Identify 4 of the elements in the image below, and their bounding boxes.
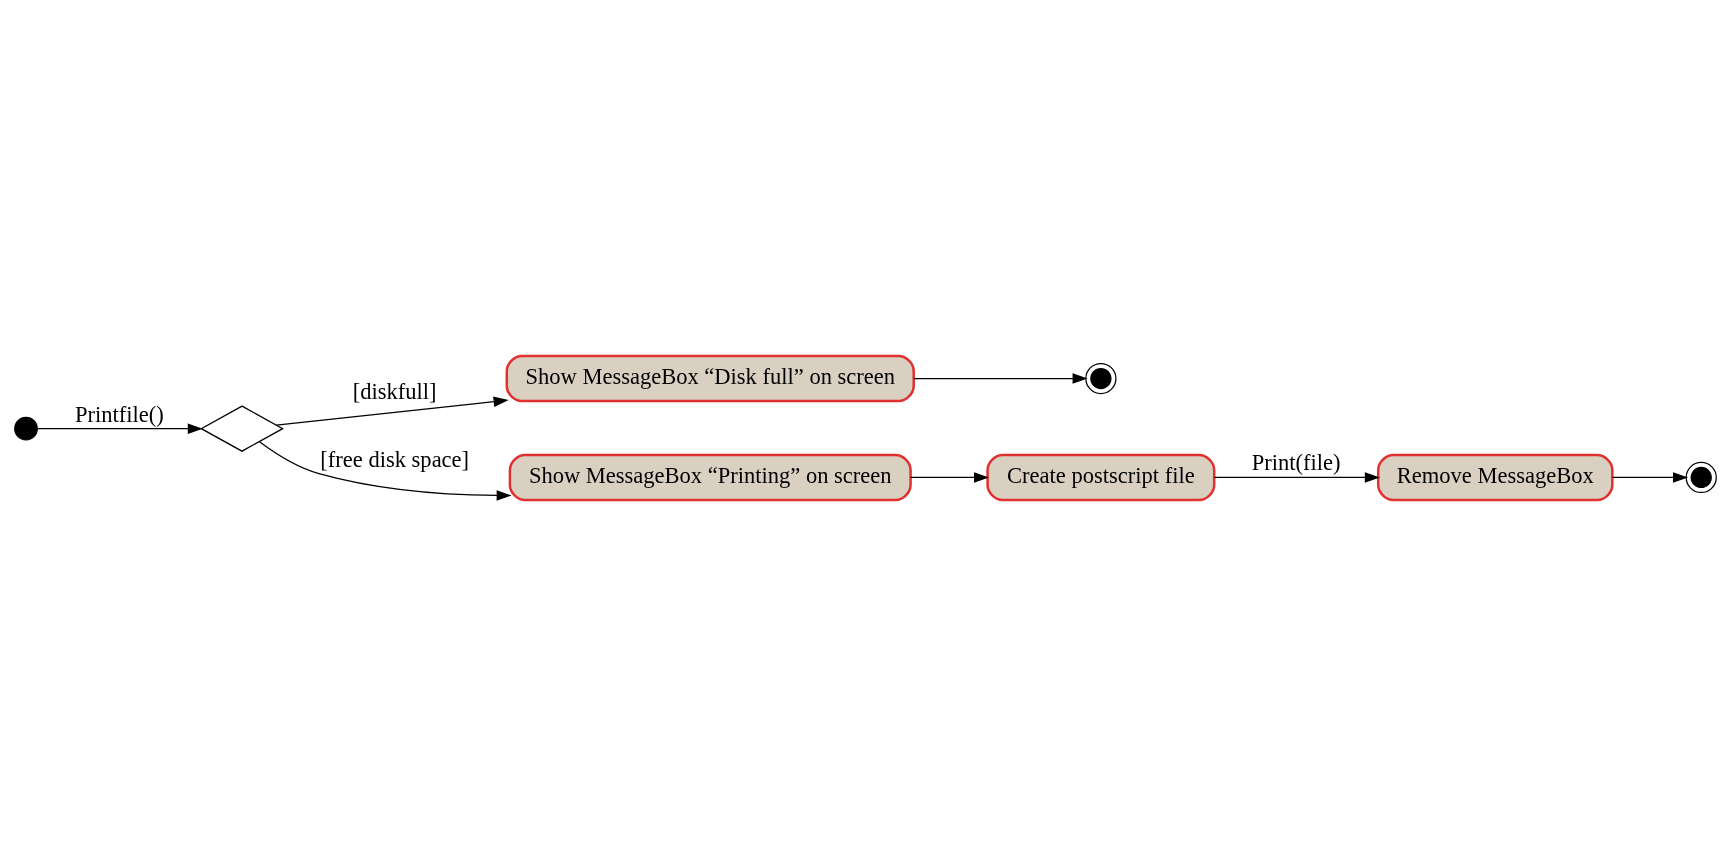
edge-label: [diskfull]	[352, 379, 437, 405]
edge-label: Print(file)	[1251, 450, 1341, 476]
edge-label: Printfile()	[74, 401, 164, 427]
edge-label: [free disk space]	[320, 446, 470, 472]
